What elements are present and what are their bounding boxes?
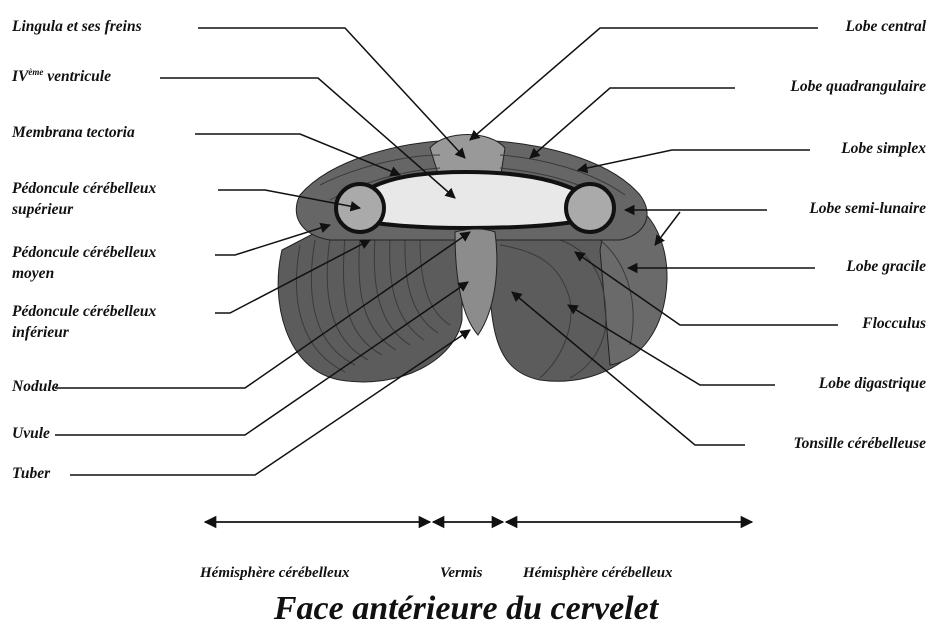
label-ventricle-sup: ème (28, 67, 43, 77)
label-ventricle-rest: ventricule (43, 68, 111, 85)
label-lobe-semi-lunaire: Lobe semi-lunaire (809, 199, 926, 220)
label-peduncle-inferior-line2: inférieur (12, 323, 156, 344)
label-lobe-simplex: Lobe simplex (841, 139, 926, 160)
label-lobe-gracile: Lobe gracile (846, 257, 926, 278)
label-lobe-quadrangulaire: Lobe quadrangulaire (790, 77, 926, 98)
figure-title: Face antérieure du cervelet (0, 590, 932, 628)
label-peduncle-middle: Pédoncule cérébelleux moyen (12, 243, 156, 285)
label-lobe-central: Lobe central (846, 17, 927, 38)
caption-right-hemisphere: Hémisphère cérébelleux (523, 565, 673, 582)
label-lingula: Lingula et ses freins (12, 17, 142, 38)
label-ventricle-base: IV (12, 68, 28, 85)
label-tonsille: Tonsille cérébelleuse (794, 434, 926, 455)
left-hemisphere-lower (278, 225, 462, 382)
label-flocculus: Flocculus (862, 314, 926, 335)
right-peduncle (566, 184, 614, 232)
label-lobe-digastrique: Lobe digastrique (819, 374, 926, 395)
label-membrana-tectoria: Membrana tectoria (12, 123, 135, 144)
label-peduncle-superior: Pédoncule cérébelleux supérieur (12, 179, 156, 221)
caption-vermis: Vermis (440, 565, 483, 582)
label-uvule: Uvule (12, 424, 50, 445)
label-peduncle-inferior-line1: Pédoncule cérébelleux (12, 302, 156, 323)
caption-left-hemisphere: Hémisphère cérébelleux (200, 565, 350, 582)
label-fourth-ventricle: IVème ventricule (12, 66, 111, 88)
label-tuber: Tuber (12, 464, 50, 485)
fourth-ventricle (360, 172, 585, 228)
label-peduncle-middle-line1: Pédoncule cérébelleux (12, 243, 156, 264)
label-peduncle-middle-line2: moyen (12, 264, 156, 285)
label-peduncle-superior-line1: Pédoncule cérébelleux (12, 179, 156, 200)
label-nodule: Nodule (12, 377, 59, 398)
label-peduncle-inferior: Pédoncule cérébelleux inférieur (12, 302, 156, 344)
label-peduncle-superior-line2: supérieur (12, 200, 156, 221)
